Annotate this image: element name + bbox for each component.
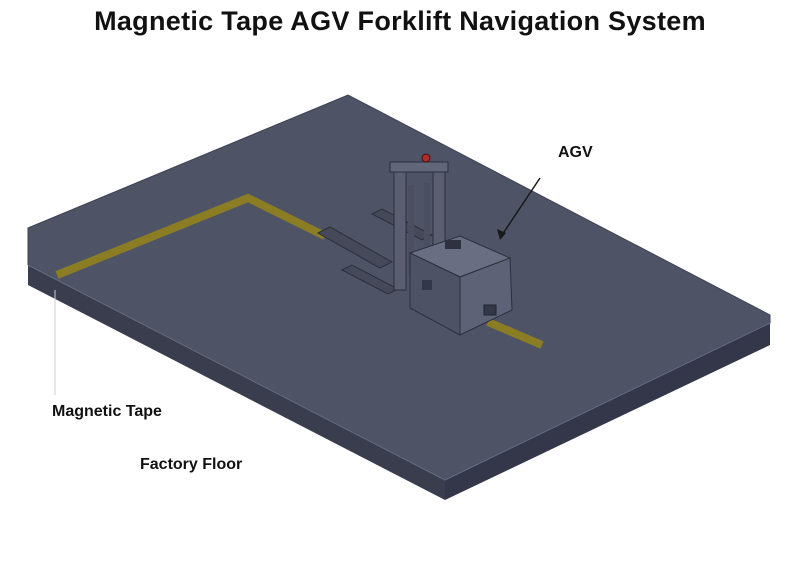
agv-leader-line bbox=[499, 177, 541, 239]
warning-light-icon bbox=[421, 153, 431, 163]
floor-right-side bbox=[445, 323, 770, 500]
diagram-title: Magnetic Tape AGV Forklift Navigation Sy… bbox=[94, 6, 706, 36]
magnetic-tape-path bbox=[55, 193, 544, 349]
agv-forklift bbox=[316, 153, 513, 336]
agv-body bbox=[408, 235, 513, 336]
agv-label: AGV bbox=[558, 144, 593, 161]
factory-floor bbox=[27, 94, 771, 500]
factory-floor-label: Factory Floor bbox=[140, 456, 243, 473]
agv-leader-arrow-icon bbox=[497, 229, 506, 240]
fork-lower bbox=[316, 226, 394, 269]
floor-front-side bbox=[28, 265, 445, 500]
body-side bbox=[459, 257, 513, 336]
magnetic-tape-label: Magnetic Tape bbox=[52, 403, 162, 420]
